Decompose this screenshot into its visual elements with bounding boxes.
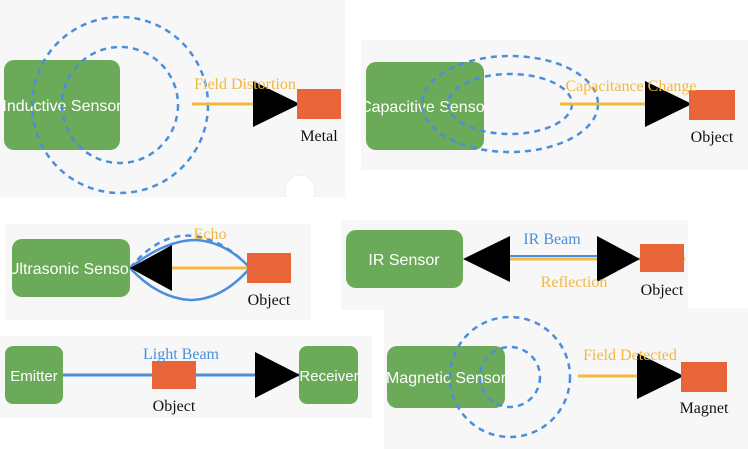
photoelectric-object-target xyxy=(152,361,196,389)
receiver-label: Receiver xyxy=(299,368,358,385)
ultrasonic-sensor-box xyxy=(12,239,130,297)
ultrasonic-object-target xyxy=(247,253,291,283)
ultrasonic-wave-outgoing xyxy=(129,234,251,269)
magnetic-arrowhead xyxy=(637,353,684,399)
capacitive-arrowhead xyxy=(645,81,692,127)
inductive-field-inner xyxy=(60,45,180,165)
inductive-section: Inductive Sensor Field Distortion Metal xyxy=(4,15,341,197)
ultrasonic-arrowhead xyxy=(130,245,172,291)
magnetic-sensor-label: Magnetic Sensor xyxy=(386,370,507,387)
magnetic-section: Magnetic Sensor Field Detected Magnet xyxy=(386,315,729,439)
capacitive-sensor-box xyxy=(366,62,484,150)
metal-label: Metal xyxy=(300,128,338,145)
ultrasonic-sensor-label: Ultrasonic Sensor xyxy=(8,261,135,278)
light-beam-label: Light Beam xyxy=(143,346,220,363)
emitter-label: Emitter xyxy=(10,368,58,385)
magnetic-sensor-box xyxy=(387,346,505,408)
ir-arrowhead-left xyxy=(463,236,510,282)
magnet-label: Magnet xyxy=(680,400,729,417)
capacitance-change-label: Capacitance Change xyxy=(565,78,696,95)
emitter-box xyxy=(5,346,63,404)
capacitive-object-target xyxy=(689,90,735,120)
ir-object-target xyxy=(640,244,684,272)
ultrasonic-object-label: Object xyxy=(248,292,291,309)
magnetic-field-inner xyxy=(478,345,542,409)
magnet-target xyxy=(681,362,727,392)
partial-circle-shape xyxy=(284,174,316,197)
magnetic-field-outer xyxy=(448,315,572,439)
ir-object-label: Object xyxy=(641,282,684,299)
ir-sensor-label: IR Sensor xyxy=(368,252,440,269)
field-distortion-label: Field Distortion xyxy=(194,76,296,93)
echo-label: Echo xyxy=(194,226,227,243)
photoelectric-object-label: Object xyxy=(153,398,196,415)
field-detected-label: Field Detected xyxy=(583,347,677,364)
capacitive-object-label: Object xyxy=(691,129,734,146)
inductive-arrowhead xyxy=(253,81,300,127)
photoelectric-section: Emitter Receiver Light Beam Object xyxy=(5,346,358,415)
capacitive-section: Capacitive Sensor Capacitance Change Obj… xyxy=(360,54,735,154)
ir-arrowhead-right xyxy=(597,236,640,282)
ir-section: IR Sensor IR Beam Reflection Object xyxy=(346,230,685,299)
photoelectric-arrowhead xyxy=(255,352,300,398)
metal-target xyxy=(297,89,341,119)
ir-sensor-box xyxy=(346,230,463,288)
receiver-box xyxy=(299,346,358,404)
reflection-label: Reflection xyxy=(541,274,608,291)
ir-beam-label: IR Beam xyxy=(523,231,581,248)
ultrasonic-section: Ultrasonic Sensor Echo Object xyxy=(8,226,291,309)
capacitive-sensor-label: Capacitive Sensor xyxy=(360,99,491,116)
